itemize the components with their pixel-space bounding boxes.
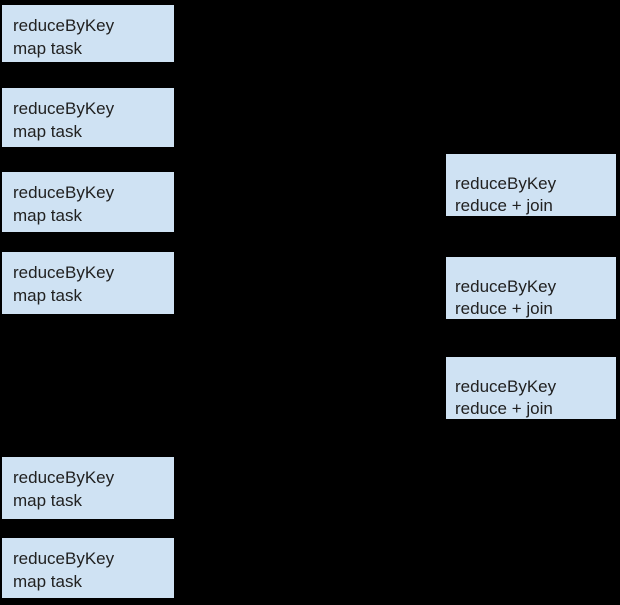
reduce-join-task-box: reduceByKey reduce + join task: [444, 152, 618, 218]
map-task-box: reduceByKey map task: [0, 455, 176, 521]
reduce-join-task-box: reduceByKey reduce + join task: [444, 255, 618, 321]
map-task-box: reduceByKey map task: [0, 250, 176, 316]
reduce-join-task-label: reduceByKey reduce + join task: [455, 377, 557, 418]
map-task-box: reduceByKey map task: [0, 170, 176, 234]
reduce-join-task-label: reduceByKey reduce + join task: [455, 174, 557, 215]
map-task-box: reduceByKey map task: [0, 536, 176, 600]
reduce-join-task-label: reduceByKey reduce + join task: [455, 277, 557, 318]
map-task-box: reduceByKey map task: [0, 3, 176, 64]
reduce-join-task-box: reduceByKey reduce + join task: [444, 355, 618, 421]
map-task-box: reduceByKey map task: [0, 86, 176, 149]
